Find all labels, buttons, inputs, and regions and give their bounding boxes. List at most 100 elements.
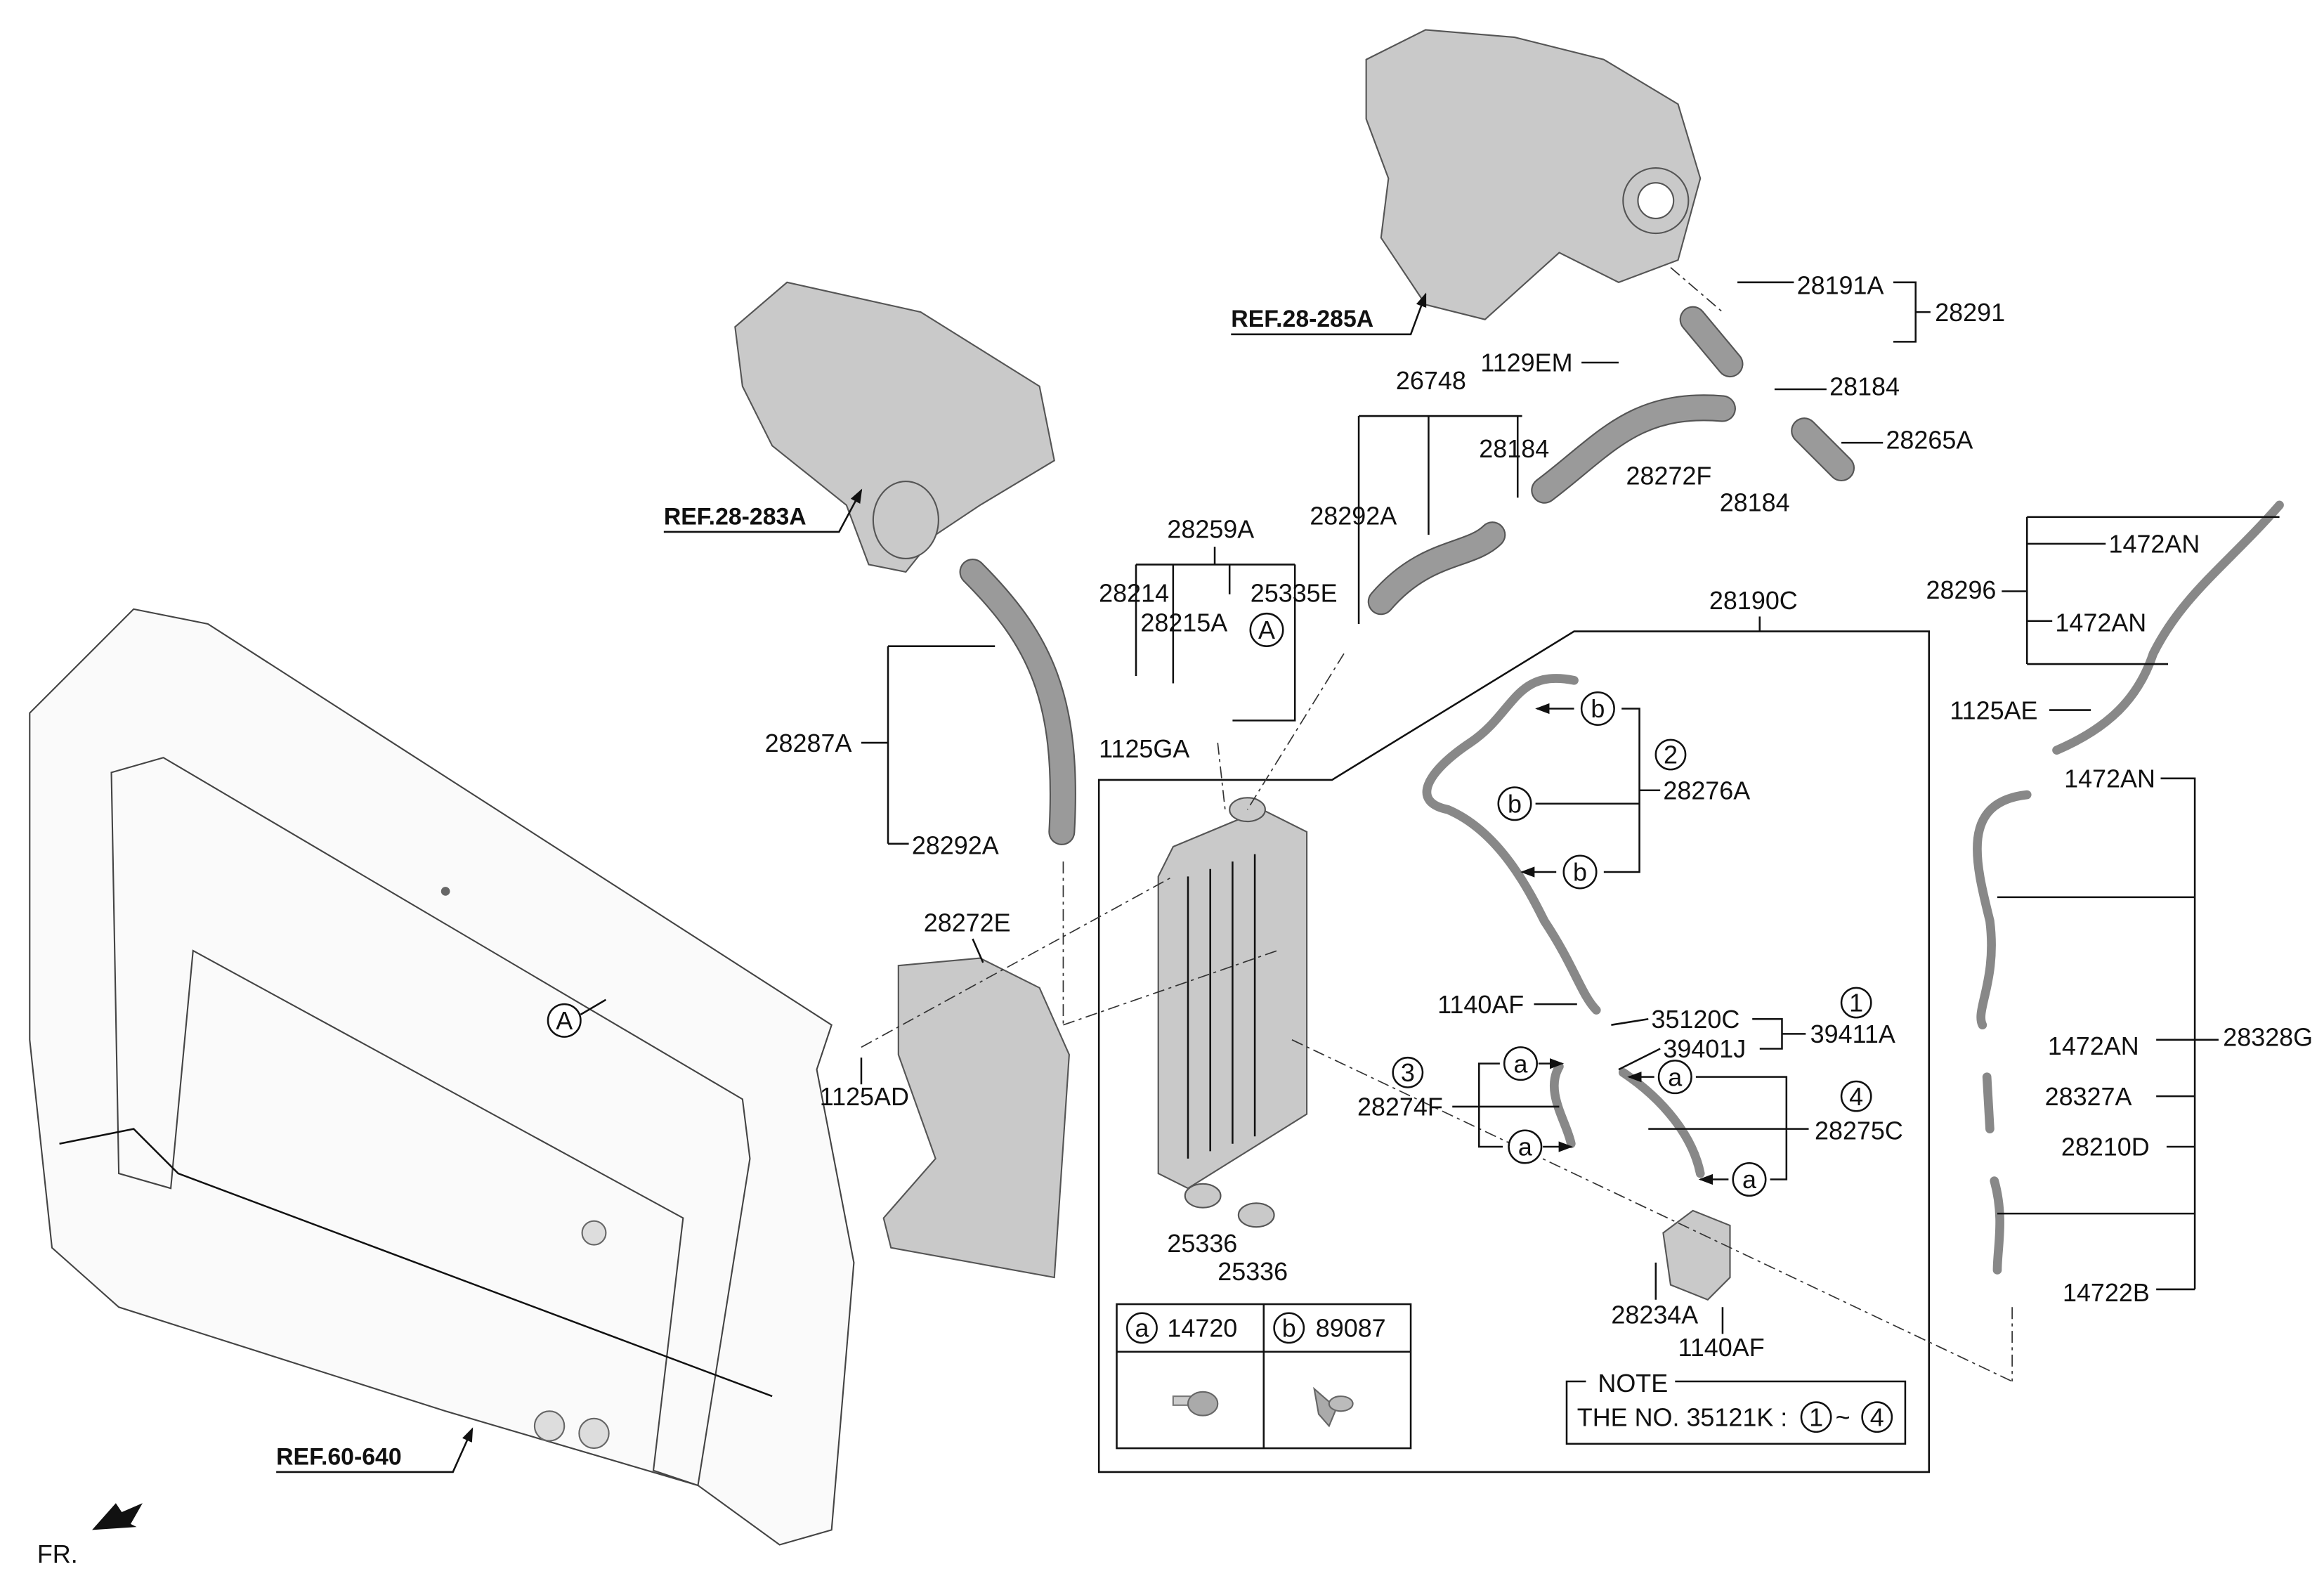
coolant-hose-28328G xyxy=(1973,790,2032,1275)
legend-a-code[interactable]: 14720 xyxy=(1167,1314,1237,1343)
callout-b-1: b xyxy=(1580,691,1615,726)
ref-manifold[interactable]: REF.28-283A xyxy=(664,488,863,533)
label-28275C[interactable]: 28275C xyxy=(1815,1116,1903,1145)
ref-60-640-label[interactable]: REF.60-640 xyxy=(276,1443,401,1470)
label-1125AE[interactable]: 1125AE xyxy=(1950,696,2037,724)
callout-text: a xyxy=(1518,1133,1532,1161)
label-25336-a[interactable]: 25336 xyxy=(1167,1229,1237,1258)
ref-28-285A-label[interactable]: REF.28-285A xyxy=(1231,306,1373,332)
label-28184-b[interactable]: 28184 xyxy=(1479,434,1549,463)
callout-b-3: b xyxy=(1562,854,1598,890)
part-labels: 28191A 28291 1129EM 26748 28184 28184 28… xyxy=(765,271,2313,1362)
label-35120C[interactable]: 35120C xyxy=(1651,1005,1739,1034)
label-39411A[interactable]: 39411A xyxy=(1810,1020,1895,1048)
callout-A-lower: A xyxy=(547,998,607,1038)
label-28274F[interactable]: 28274F xyxy=(1357,1093,1443,1121)
callout-text: b xyxy=(1573,858,1587,887)
label-1472AN-d[interactable]: 1472AN xyxy=(2048,1031,2139,1060)
ref-28-283A-label[interactable]: REF.28-283A xyxy=(664,503,807,530)
front-arrow-icon xyxy=(92,1503,143,1530)
label-28215A[interactable]: 28215A xyxy=(1140,608,1227,637)
callout-3: 3 xyxy=(1392,1056,1424,1088)
label-28234A[interactable]: 28234A xyxy=(1611,1301,1698,1329)
legend-a-marker: a xyxy=(1135,1314,1149,1343)
label-28184-a[interactable]: 28184 xyxy=(1829,372,1900,401)
radiator-support-frame xyxy=(29,608,855,1546)
callout-text: a xyxy=(1668,1062,1682,1091)
label-1472AN-b[interactable]: 1472AN xyxy=(2055,608,2146,637)
pipe-28272F xyxy=(1531,394,1736,504)
label-28272F[interactable]: 28272F xyxy=(1626,461,1712,490)
intake-manifold xyxy=(734,281,1055,573)
turbocharger xyxy=(1365,29,1702,320)
label-28210D[interactable]: 28210D xyxy=(2061,1133,2150,1161)
label-39401J[interactable]: 39401J xyxy=(1663,1034,1746,1063)
callout-2: 2 xyxy=(1654,738,1687,771)
label-1472AN-c[interactable]: 1472AN xyxy=(2064,764,2155,793)
hose-28276A xyxy=(1422,674,1601,1015)
callout-a-4: a xyxy=(1732,1161,1767,1197)
label-28327A[interactable]: 28327A xyxy=(2045,1082,2132,1111)
callout-text: b xyxy=(1508,789,1522,818)
note-range-end: 4 xyxy=(1870,1402,1884,1431)
label-28292A-b[interactable]: 28292A xyxy=(912,831,999,860)
hose-clamp-icon xyxy=(1172,1391,1219,1417)
label-28276A[interactable]: 28276A xyxy=(1663,776,1750,805)
label-28328G[interactable]: 28328G xyxy=(2223,1022,2313,1051)
callout-4: 4 xyxy=(1840,1080,1872,1112)
note-title: NOTE xyxy=(1598,1369,1668,1398)
callout-text: A xyxy=(1258,616,1275,644)
note-tilde: ~ xyxy=(1836,1402,1850,1431)
legend-b-code[interactable]: 89087 xyxy=(1316,1314,1386,1343)
callout-text: 1 xyxy=(1849,989,1863,1017)
note-range-start: 1 xyxy=(1809,1402,1823,1431)
intercooler xyxy=(1157,797,1308,1228)
label-28292A-a[interactable]: 28292A xyxy=(1310,501,1397,530)
callout-a-1: a xyxy=(1503,1046,1538,1081)
label-28287A[interactable]: 28287A xyxy=(765,729,852,757)
label-28214[interactable]: 28214 xyxy=(1099,578,1169,607)
group-box-28190C xyxy=(1097,630,1931,1473)
label-1140AF-b[interactable]: 1140AF xyxy=(1678,1333,1765,1362)
label-28190C[interactable]: 28190C xyxy=(1709,586,1798,615)
callout-a-3: a xyxy=(1508,1129,1543,1164)
front-label: FR. xyxy=(37,1540,78,1568)
callout-text: 2 xyxy=(1664,741,1678,769)
assembly-dash-lines xyxy=(861,267,2013,1382)
callouts: A A b b b a a a a 1 2 3 4 xyxy=(547,612,1872,1197)
callout-text: A xyxy=(556,1006,573,1035)
ref-turbo[interactable]: REF.28-285A xyxy=(1231,292,1427,336)
label-1472AN-a[interactable]: 1472AN xyxy=(2109,530,2200,559)
hose-28275C xyxy=(1618,1067,1705,1178)
note-text: THE NO. 35121K : xyxy=(1577,1402,1787,1431)
label-25335E[interactable]: 25335E xyxy=(1251,578,1338,607)
hose-28265A xyxy=(1791,417,1855,482)
label-28191A[interactable]: 28191A xyxy=(1797,271,1884,300)
label-28272E[interactable]: 28272E xyxy=(924,909,1011,937)
callout-text: 3 xyxy=(1401,1058,1415,1087)
callout-a-2: a xyxy=(1657,1060,1692,1095)
label-28184-c[interactable]: 28184 xyxy=(1720,488,1790,516)
legend-b-marker: b xyxy=(1282,1314,1296,1343)
label-1125AD[interactable]: 1125AD xyxy=(820,1082,909,1111)
coolant-hose-28296 xyxy=(2052,500,2284,755)
label-28296[interactable]: 28296 xyxy=(1926,575,1997,604)
label-14722B[interactable]: 14722B xyxy=(2063,1278,2150,1307)
label-28291[interactable]: 28291 xyxy=(1935,298,2005,327)
hose-28291 xyxy=(1679,306,1744,378)
label-28265A[interactable]: 28265A xyxy=(1886,426,1973,455)
label-1140AF-a[interactable]: 1140AF xyxy=(1437,990,1524,1019)
ref-carrier[interactable]: REF.60-640 xyxy=(276,1427,474,1473)
callout-text: 4 xyxy=(1849,1082,1863,1111)
label-28259A[interactable]: 28259A xyxy=(1167,514,1254,543)
label-25336-b[interactable]: 25336 xyxy=(1218,1257,1288,1286)
callout-1: 1 xyxy=(1840,987,1872,1019)
label-1125GA[interactable]: 1125GA xyxy=(1099,734,1189,763)
air-guide-28272E xyxy=(882,957,1070,1279)
clip-legend-table: a 14720 b 89087 xyxy=(1116,1303,1412,1450)
label-1129EM[interactable]: 1129EM xyxy=(1480,349,1572,377)
label-26748[interactable]: 26748 xyxy=(1396,366,1466,395)
front-indicator: FR. xyxy=(37,1503,143,1568)
callout-b-2: b xyxy=(1497,786,1532,821)
